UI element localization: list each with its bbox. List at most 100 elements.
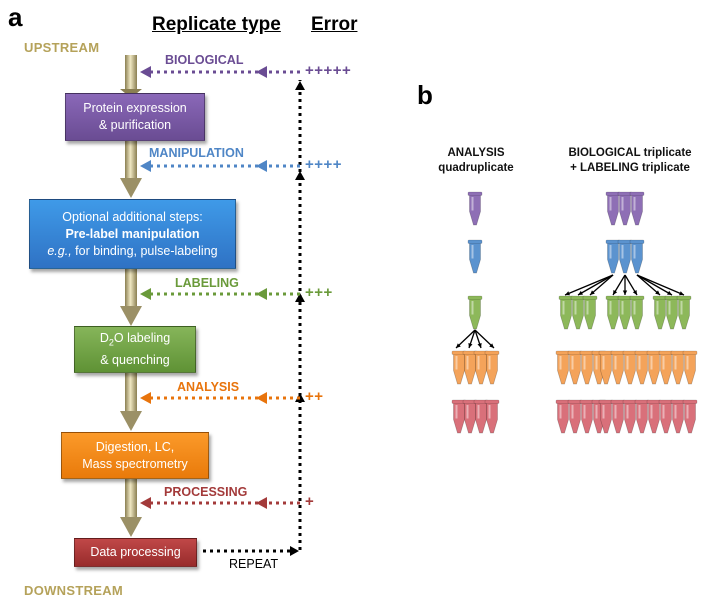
tube-col1-red-1	[451, 399, 467, 434]
optional-box-eg: e.g.,	[47, 243, 72, 258]
panel-b-letter: b	[417, 80, 433, 110]
optional-box-line1: Optional additional steps:	[62, 209, 203, 224]
upstream-label: UPSTREAM	[24, 40, 100, 55]
data-processing-box: Data processing	[74, 538, 197, 567]
col2-line2: + LABELING triplicate	[570, 162, 690, 174]
d2o-box-d: D	[99, 331, 109, 346]
digestion-box-line2: Mass spectrometry	[82, 456, 188, 471]
tube-col2-red-1-3	[579, 399, 595, 434]
tube-col2-blue-1	[605, 239, 621, 274]
tube-col2-orange-1-2	[567, 350, 583, 385]
biological-label: BIOLOGICAL	[165, 53, 244, 67]
analysis-label: ANALYSIS	[177, 380, 240, 394]
optional-box-line3: for binding, pulse-labeling	[71, 243, 218, 258]
downstream-label: DOWNSTREAM	[24, 583, 124, 598]
tube-col2-orange-2-4	[634, 350, 650, 385]
tube-col2-orange-2-3	[622, 350, 638, 385]
protein-box-line2: & purification	[98, 118, 172, 132]
tube-col2-orange-1-3	[579, 350, 595, 385]
tube-col2-red-3-1	[646, 399, 662, 434]
tube-col1-orange-2	[462, 350, 478, 385]
optional-steps-box: Optional additional steps: Pre-label man…	[29, 199, 236, 269]
processing-box-line1: Data processing	[90, 545, 181, 559]
optional-box-line2: Pre-label manipulation	[65, 226, 200, 241]
biological-labeling-heading: BIOLOGICAL triplicate + LABELING triplic…	[560, 146, 700, 176]
tube-col1-red-2	[462, 399, 478, 434]
tube-col2-purple-3	[629, 191, 645, 226]
tube-col2-green-3-1	[652, 295, 668, 330]
col1-line1: ANALYSIS	[447, 147, 505, 159]
error-labeling: +++	[305, 284, 333, 301]
tube-col2-orange-3-2	[658, 350, 674, 385]
col1-line2: quadruplicate	[438, 162, 514, 174]
tube-col2-red-2-2	[610, 399, 626, 434]
tube-col2-green-2-1	[605, 295, 621, 330]
error-heading: Error	[311, 14, 358, 35]
tube-col2-red-2-4	[634, 399, 650, 434]
protein-box-line1: Protein expression	[83, 101, 187, 115]
tube-col2-green-3-2	[664, 295, 680, 330]
panel-a-letter: a	[8, 2, 23, 32]
tube-col2-green-1-3	[582, 295, 598, 330]
d2o-labeling-box: D2O labeling & quenching	[74, 326, 196, 373]
arrow-col2-1-1	[564, 274, 614, 296]
tube-col2-red-3-3	[670, 399, 686, 434]
tube-col2-red-1-1	[555, 399, 571, 434]
arrow-col1-2	[468, 329, 476, 349]
error-processing: +	[305, 493, 315, 510]
tube-col2-green-2-3	[629, 295, 645, 330]
tube-col2-green-1-2	[570, 295, 586, 330]
tube-col2-orange-3-3	[670, 350, 686, 385]
tube-col1-blue	[467, 239, 483, 274]
error-biological: +++++	[305, 62, 352, 79]
digestion-lc-ms-box: Digestion, LC, Mass spectrometry	[61, 432, 209, 479]
error-manipulation: ++++	[305, 156, 343, 173]
arrow-col2-2-2	[622, 275, 628, 295]
tube-col1-red-3	[473, 399, 489, 434]
tube-col2-red-3-2	[658, 399, 674, 434]
tube-col2-red-1-2	[567, 399, 583, 434]
repeat-loop	[203, 80, 302, 553]
arrow-col2-2-3	[624, 274, 638, 296]
arrow-col2-2-1	[612, 274, 626, 296]
tube-col2-red-3-4	[682, 399, 698, 434]
repeat-label: REPEAT	[229, 557, 279, 571]
tube-col2-orange-3-1	[646, 350, 662, 385]
d2o-box-rest: O labeling	[113, 331, 171, 346]
d2o-box-line2: & quenching	[100, 352, 170, 367]
arrow-col2-3-3	[636, 274, 685, 296]
tube-col1-orange-1	[451, 350, 467, 385]
manipulation-label: MANIPULATION	[149, 146, 244, 160]
tube-col1-purple	[467, 191, 483, 226]
processing-label: PROCESSING	[164, 485, 248, 499]
tube-col2-green-3-3	[676, 295, 692, 330]
arrow-col2-1-2	[577, 274, 614, 296]
tube-col2-orange-2-2	[610, 350, 626, 385]
arrow-col1-4	[474, 329, 495, 349]
tube-col2-purple-2	[617, 191, 633, 226]
arrow-col2-3-1	[636, 274, 661, 296]
arrow-col1-3	[474, 329, 482, 349]
tube-col2-orange-1-1	[555, 350, 571, 385]
tube-col2-blue-3	[629, 239, 645, 274]
error-analysis: ++	[305, 388, 324, 405]
labeling-label: LABELING	[175, 276, 239, 290]
tube-col2-blue-2	[617, 239, 633, 274]
arrow-col2-1-3	[589, 274, 614, 296]
tube-col1-green	[467, 295, 483, 330]
tube-col2-red-2-3	[622, 399, 638, 434]
tube-col2-orange-3-4	[682, 350, 698, 385]
d2o-box-sub: 2	[108, 337, 114, 348]
col2-line1: BIOLOGICAL triplicate	[568, 147, 692, 159]
protein-expression-box: Protein expression & purification	[65, 93, 205, 141]
analysis-quadruplicate-heading: ANALYSIS quadruplicate	[424, 146, 528, 176]
tube-col1-red-4	[484, 399, 500, 434]
tube-col1-orange-4	[484, 350, 500, 385]
arrow-col1-1	[455, 329, 476, 349]
replicate-type-heading: Replicate type	[152, 14, 281, 35]
digestion-box-line1: Digestion, LC,	[95, 439, 175, 454]
tube-col2-purple-1	[605, 191, 621, 226]
tube-col2-green-1-1	[558, 295, 574, 330]
